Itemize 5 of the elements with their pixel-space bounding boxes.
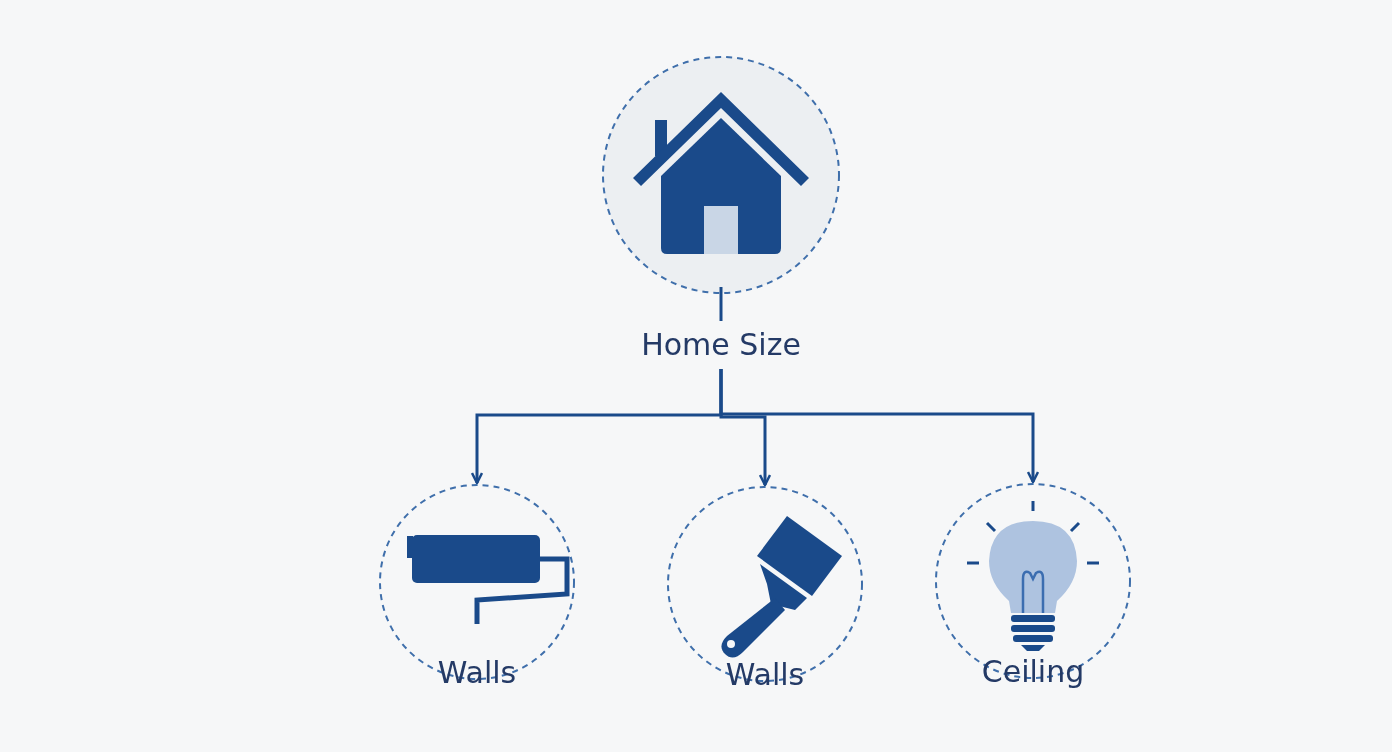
node-label: Walls [437, 655, 517, 690]
node-label: Ceiling [981, 654, 1085, 689]
node-label: Walls [725, 657, 805, 692]
arrow [719, 369, 1040, 484]
node-label: Home Size [641, 327, 801, 362]
